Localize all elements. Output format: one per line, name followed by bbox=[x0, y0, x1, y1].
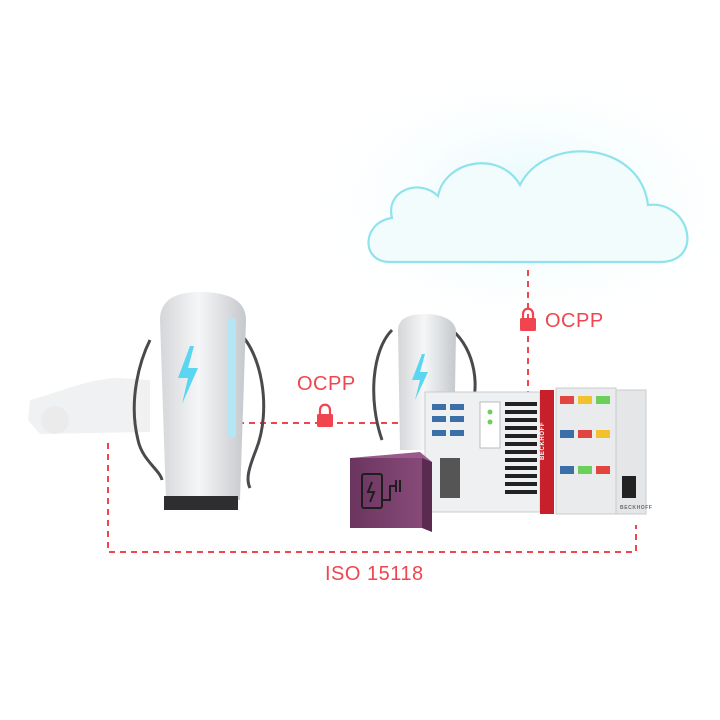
charging-station-left bbox=[132, 292, 266, 510]
lightning-bolt-icon bbox=[178, 346, 198, 404]
iso-15118-label: ISO 15118 bbox=[325, 563, 424, 585]
lock-icon bbox=[520, 307, 536, 331]
embedded-controller bbox=[424, 390, 554, 514]
iso-link-line bbox=[107, 443, 637, 553]
connection-lines bbox=[107, 270, 637, 553]
lock-icon bbox=[317, 403, 333, 427]
ocpp-station-label: OCPP bbox=[297, 373, 356, 395]
cloud-icon bbox=[367, 150, 689, 264]
ocpp-cloud-label: OCPP bbox=[545, 310, 604, 332]
ev-charger-plug-icon bbox=[361, 473, 401, 509]
charging-module bbox=[350, 452, 432, 532]
controller-red-stripe bbox=[540, 390, 554, 514]
lightning-bolt-icon bbox=[412, 354, 428, 400]
usb-ports bbox=[432, 404, 464, 436]
io-terminals bbox=[555, 387, 647, 515]
car-silhouette bbox=[28, 378, 150, 434]
terminal-brand-logo: BECKHOFF bbox=[620, 505, 653, 511]
ventilation-grille bbox=[505, 402, 537, 494]
controller-brand-logo: BECKHOFF bbox=[540, 421, 546, 460]
